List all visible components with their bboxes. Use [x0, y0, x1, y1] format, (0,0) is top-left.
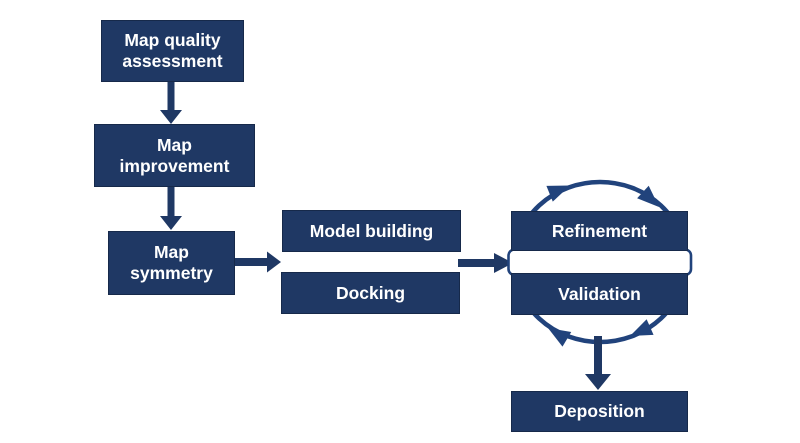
node-docking: Docking [281, 272, 460, 314]
node-model-building: Model building [282, 210, 461, 252]
cycle-gap-band [507, 248, 693, 277]
cycle-arrowhead-top-left-icon [546, 185, 570, 202]
node-map-symmetry: Map symmetry [108, 231, 235, 295]
arrow-symmetry-to-building-docking-icon [235, 251, 281, 273]
arrow-cycle-to-deposition-icon [585, 336, 611, 390]
arrow-assessment-to-improvement-icon [160, 82, 182, 124]
node-validation: Validation [511, 273, 688, 315]
cycle-arrowhead-top-right-icon [637, 185, 659, 207]
node-map-quality-assessment: Map quality assessment [101, 20, 244, 82]
node-refinement: Refinement [511, 211, 688, 251]
arrow-building-docking-to-refinement-icon [458, 253, 513, 273]
node-map-improvement: Map improvement [94, 124, 255, 187]
arrow-improvement-to-symmetry-icon [160, 187, 182, 230]
cycle-arrowhead-bottom-left-icon [548, 328, 572, 347]
node-deposition: Deposition [511, 391, 688, 432]
cycle-arrowhead-bottom-right-icon [630, 319, 654, 336]
